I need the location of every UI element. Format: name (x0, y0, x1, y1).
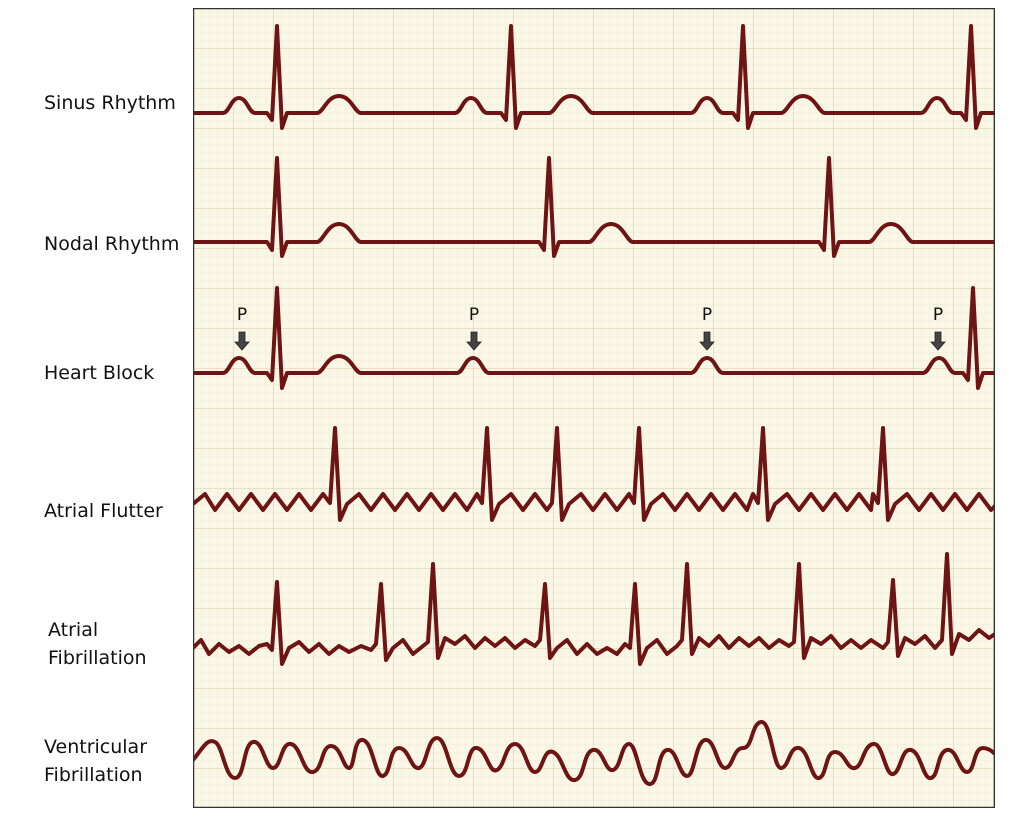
trace-atrial-fibrillation (193, 552, 995, 666)
down-arrow-icon (466, 331, 482, 351)
label-ventricular-fibrillation: Ventricular Fibrillation (44, 733, 147, 789)
label-line: Nodal Rhythm (44, 233, 180, 255)
label-atrial-fibrillation: Atrial Fibrillation (48, 616, 147, 672)
trace-heart-block (193, 286, 995, 390)
label-line: Heart Block (44, 362, 155, 384)
down-arrow-icon (234, 331, 250, 351)
grid-lines (193, 8, 995, 808)
label-line: Fibrillation (48, 647, 147, 669)
trace-nodal-rhythm (193, 156, 995, 258)
label-nodal-rhythm: Nodal Rhythm (44, 230, 179, 258)
p-marker-label: P (702, 305, 712, 325)
p-marker-label: P (933, 305, 943, 325)
label-sinus-rhythm: Sinus Rhythm (44, 89, 176, 117)
p-marker-4: P (930, 305, 946, 351)
label-atrial-flutter: Atrial Flutter (44, 497, 163, 525)
label-line: Ventricular (44, 736, 148, 758)
p-marker-label: P (469, 305, 479, 325)
label-heart-block: Heart Block (44, 359, 154, 387)
down-arrow-icon (699, 331, 715, 351)
label-line: Atrial Flutter (44, 500, 163, 522)
trace-sinus-rhythm (193, 24, 995, 130)
p-marker-2: P (466, 305, 482, 351)
ecg-grid-panel: P P P P (193, 8, 995, 808)
p-marker-3: P (699, 305, 715, 351)
down-arrow-icon (930, 331, 946, 351)
trace-atrial-flutter (193, 426, 995, 522)
trace-ventricular-fibrillation (193, 720, 995, 786)
ecg-svg: P P P P (193, 8, 995, 808)
panel-border (193, 8, 995, 808)
label-line: Fibrillation (44, 764, 143, 786)
p-marker-label: P (237, 305, 247, 325)
label-line: Atrial (48, 619, 99, 641)
label-line: Sinus Rhythm (44, 92, 176, 114)
p-marker-1: P (234, 305, 250, 351)
